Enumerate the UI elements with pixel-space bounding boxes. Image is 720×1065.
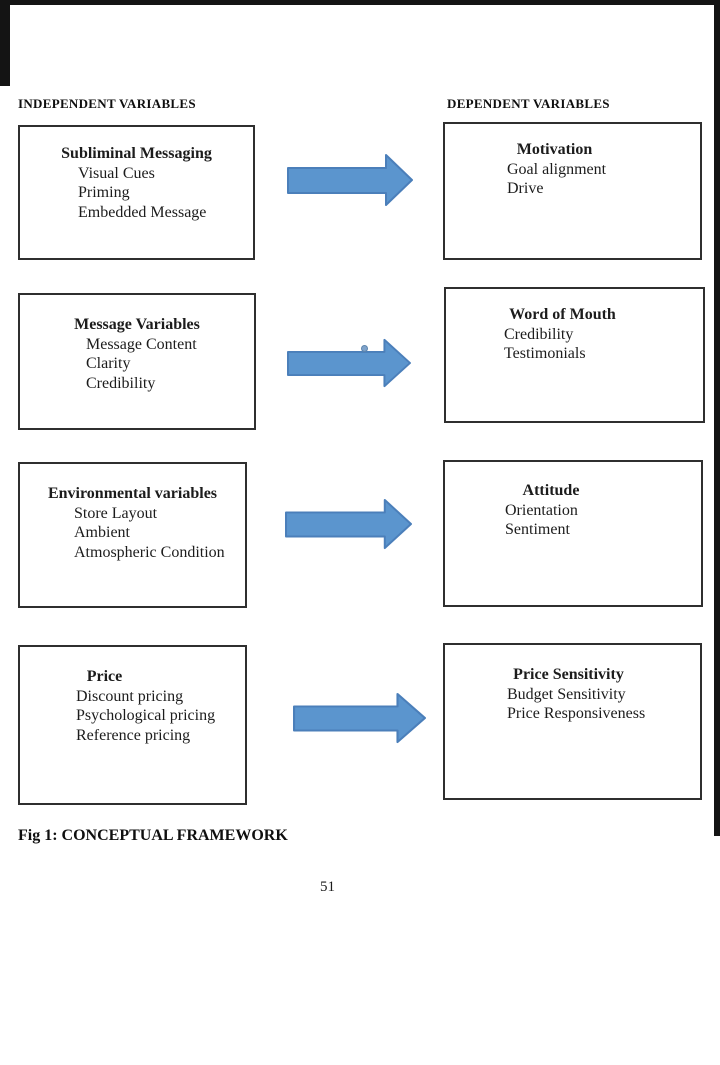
box-item: Credibility — [504, 325, 574, 343]
box-title: Attitude — [522, 482, 580, 499]
box-word-of-mouth: Word of Mouth Credibility Testimonials — [444, 287, 705, 423]
box-item: Discount pricing — [76, 687, 184, 705]
box-item: Budget Sensitivity — [507, 685, 626, 703]
flow-arrow-row2 — [287, 338, 411, 388]
figure-caption: Fig 1: CONCEPTUAL FRAMEWORK — [18, 827, 288, 844]
box-title: Subliminal Messaging — [61, 145, 212, 162]
box-message-variables: Message Variables Message Content Clarit… — [18, 293, 256, 430]
box-title: Price Sensitivity — [513, 666, 624, 683]
box-price-sensitivity: Price Sensitivity Budget Sensitivity Pri… — [443, 643, 702, 800]
box-item: Visual Cues — [78, 164, 155, 182]
box-title: Environmental variables — [47, 485, 218, 502]
flow-arrow-row3 — [285, 498, 412, 550]
independent-variables-header: INDEPENDENT VARIABLES — [18, 96, 196, 111]
box-item: Store Layout — [74, 504, 158, 522]
box-item: Price Responsiveness — [507, 705, 646, 722]
box-item: Sentiment — [505, 521, 570, 538]
box-item: Testimonials — [504, 345, 586, 362]
box-item: Credibility — [86, 374, 156, 392]
box-item: Orientation — [505, 501, 578, 519]
box-environmental-variables: Environmental variables Store Layout Amb… — [18, 462, 247, 608]
box-item: Message Content — [86, 335, 197, 353]
box-item: Priming — [78, 184, 130, 201]
box-subliminal-messaging: Subliminal Messaging Visual Cues Priming… — [18, 125, 255, 260]
scan-edge-left — [0, 0, 10, 86]
box-attitude: Attitude Orientation Sentiment — [443, 460, 703, 607]
box-title: Motivation — [516, 141, 593, 158]
box-title: Price — [86, 668, 123, 685]
box-item: Atmospheric Condition — [74, 543, 225, 561]
box-title: Message Variables — [74, 316, 200, 333]
box-item: Psychological pricing — [76, 707, 216, 724]
box-item: Embedded Message — [78, 203, 207, 221]
right-arrow-icon — [287, 154, 413, 206]
box-item: Goal alignment — [507, 160, 607, 178]
right-arrow-icon — [293, 692, 426, 744]
scan-edge-right — [714, 0, 720, 836]
arrow-handle-dot — [361, 345, 368, 352]
box-item: Reference pricing — [76, 726, 191, 744]
flow-arrow-row1 — [287, 153, 413, 207]
box-item: Clarity — [86, 355, 131, 372]
right-arrow-icon — [285, 498, 412, 550]
box-title: Word of Mouth — [509, 306, 616, 323]
box-price: Price Discount pricing Psychological pri… — [18, 645, 247, 805]
right-arrow-icon — [287, 338, 411, 388]
box-item: Ambient — [74, 524, 130, 541]
box-item: Drive — [507, 180, 544, 197]
box-motivation: Motivation Goal alignment Drive — [443, 122, 702, 260]
page-number: 51 — [320, 879, 335, 895]
scan-edge-top — [0, 0, 720, 5]
flow-arrow-row4 — [293, 692, 426, 744]
dependent-variables-header: DEPENDENT VARIABLES — [447, 96, 610, 111]
